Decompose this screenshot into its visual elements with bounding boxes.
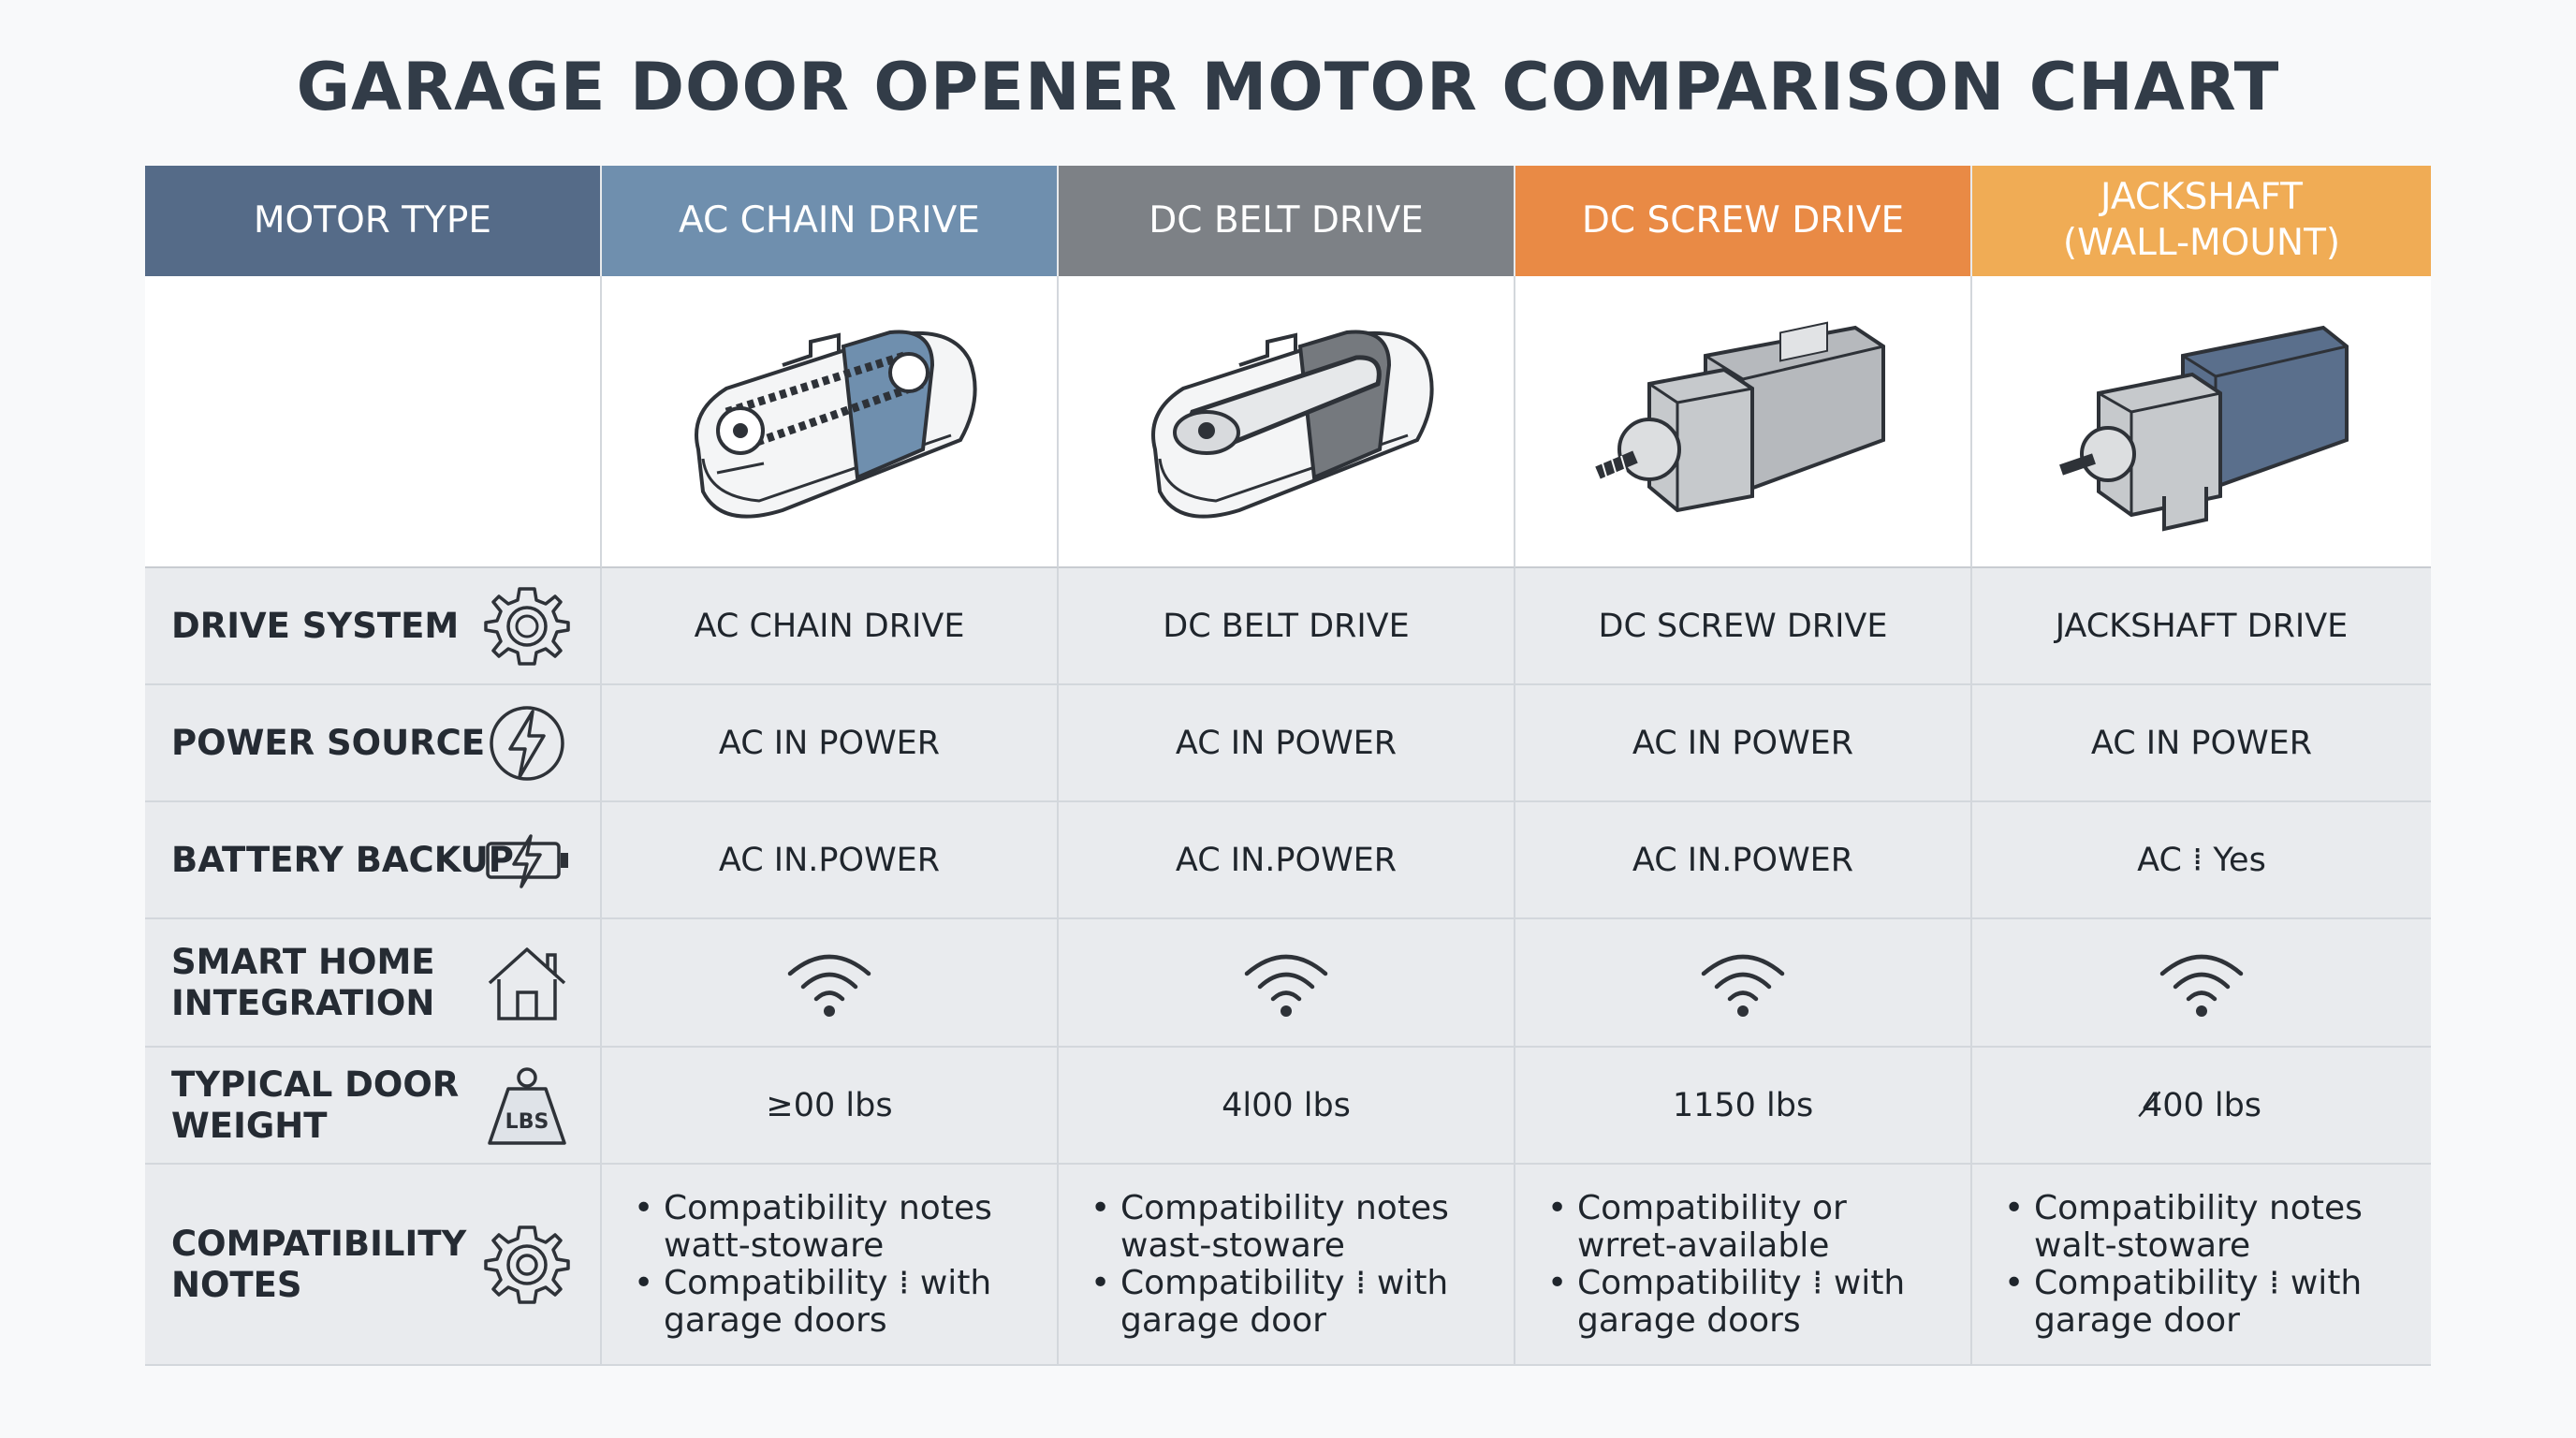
jackshaft-motor-image: [1972, 276, 2431, 568]
row-label-text: POWER SOURCE: [171, 722, 486, 763]
header-ac-chain-drive: AC CHAIN DRIVE: [602, 166, 1059, 276]
power-source-jackshaft: AC IN POWER: [1972, 685, 2431, 802]
empty-image-cell: [145, 276, 602, 568]
header-motor-type: MOTOR TYPE: [145, 166, 602, 276]
note-item: Compatibility notes watt-stoware: [630, 1189, 992, 1265]
wifi-icon: [1241, 946, 1331, 1020]
wifi-icon: [2157, 946, 2247, 1020]
row-label-compatibility: COMPATIBILITY NOTES: [145, 1165, 602, 1366]
chain-drive-opener-image: [602, 276, 1059, 568]
smart-home-dc-belt: [1059, 919, 1515, 1048]
drive-system-jackshaft: JACKSHAFT DRIVE: [1972, 568, 2431, 685]
row-label-smart-home: SMART HOME INTEGRATION: [145, 919, 602, 1048]
comparison-table: MOTOR TYPE AC CHAIN DRIVE DC BELT DRIVE …: [145, 166, 2431, 1366]
row-label-text: COMPATIBILITY NOTES: [171, 1223, 467, 1305]
drive-system-ac-chain: AC CHAIN DRIVE: [602, 568, 1059, 685]
row-label-battery-backup: BATTERY BACKUP: [145, 802, 602, 919]
note-item: Compatibility ⁞ with garage doors: [630, 1264, 992, 1340]
note-item: Compatibility ⁞ with garage doors: [1544, 1264, 1905, 1340]
header-dc-screw-drive: DC SCREW DRIVE: [1515, 166, 1972, 276]
gear-icon: [482, 581, 572, 671]
header-dc-belt-drive: DC BELT DRIVE: [1059, 166, 1515, 276]
row-label-drive-system: DRIVE SYSTEM: [145, 568, 602, 685]
compatibility-ac-chain: Compatibility notes watt-stoware Compati…: [602, 1165, 1059, 1366]
row-label-door-weight: TYPICAL DOOR WEIGHT LBS: [145, 1048, 602, 1165]
compatibility-dc-belt: Compatibility notes wast-stoware Compati…: [1059, 1165, 1515, 1366]
battery-backup-jackshaft: AC ⁞ Yes: [1972, 802, 2431, 919]
compatibility-jackshaft: Compatibility notes walt-stoware Compati…: [1972, 1165, 2431, 1366]
row-label-power-source: POWER SOURCE: [145, 685, 602, 802]
battery-backup-dc-screw: AC IN.POWER: [1515, 802, 1972, 919]
note-item: Compatibility ⁞ with garage door: [1087, 1264, 1449, 1340]
lightning-icon: [482, 698, 572, 788]
power-source-dc-screw: AC IN POWER: [1515, 685, 1972, 802]
battery-backup-dc-belt: AC IN.POWER: [1059, 802, 1515, 919]
battery-charging-icon: [482, 815, 572, 905]
house-icon: [482, 938, 572, 1028]
battery-backup-ac-chain: AC IN.POWER: [602, 802, 1059, 919]
note-item: Compatibility notes walt-stoware: [2000, 1189, 2363, 1265]
door-weight-ac-chain: ≥00 lbs: [602, 1048, 1059, 1165]
row-label-text: TYPICAL DOOR WEIGHT: [171, 1064, 460, 1146]
chart-title: GARAGE DOOR OPENER MOTOR COMPARISON CHAR…: [296, 49, 2280, 125]
cog-icon: [482, 1220, 572, 1310]
row-label-text: SMART HOME INTEGRATION: [171, 941, 435, 1023]
drive-system-dc-belt: DC BELT DRIVE: [1059, 568, 1515, 685]
note-item: Compatibility ⁞ with garage door: [2000, 1264, 2363, 1340]
power-source-dc-belt: AC IN POWER: [1059, 685, 1515, 802]
screw-drive-motor-image: [1515, 276, 1972, 568]
drive-system-dc-screw: DC SCREW DRIVE: [1515, 568, 1972, 685]
belt-drive-opener-image: [1059, 276, 1515, 568]
note-item: Compatibility notes wast-stoware: [1087, 1189, 1449, 1265]
door-weight-dc-belt: 4l00 lbs: [1059, 1048, 1515, 1165]
door-weight-jackshaft: 4̸00 lbs: [1972, 1048, 2431, 1165]
power-source-ac-chain: AC IN POWER: [602, 685, 1059, 802]
row-label-text: BATTERY BACKUP: [171, 839, 514, 880]
wifi-icon: [784, 946, 874, 1020]
note-item: Compatibility or wrret-available: [1544, 1189, 1905, 1265]
header-jackshaft: JACKSHAFT (WALL-MOUNT): [1972, 166, 2431, 276]
wifi-icon: [1698, 946, 1788, 1020]
smart-home-ac-chain: [602, 919, 1059, 1048]
door-weight-dc-screw: 1150 lbs: [1515, 1048, 1972, 1165]
weight-lbs-icon: LBS: [482, 1061, 572, 1151]
smart-home-dc-screw: [1515, 919, 1972, 1048]
smart-home-jackshaft: [1972, 919, 2431, 1048]
weight-icon-label: LBS: [505, 1110, 549, 1134]
compatibility-dc-screw: Compatibility or wrret-available Compati…: [1515, 1165, 1972, 1366]
row-label-text: DRIVE SYSTEM: [171, 605, 460, 646]
